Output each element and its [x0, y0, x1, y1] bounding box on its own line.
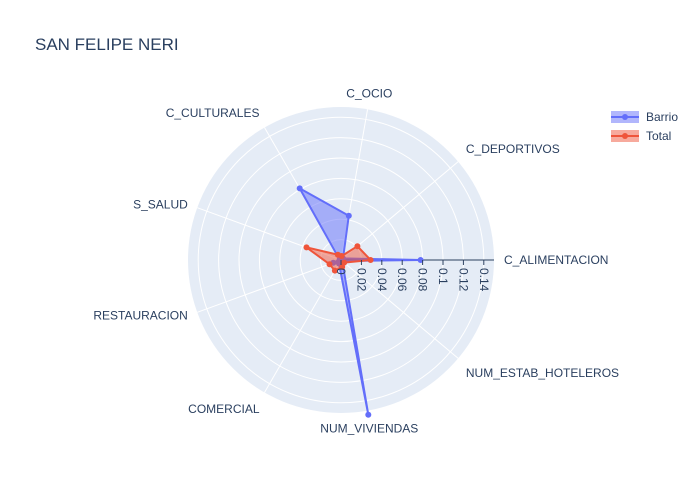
chart-title: SAN FELIPE NERI — [35, 35, 179, 54]
axis-label-num_estab_hoteleros: NUM_ESTAB_HOTELEROS — [466, 366, 619, 380]
data-point-total-num_estab_hoteleros — [341, 259, 348, 266]
radial-tick-label: 0.06 — [395, 268, 409, 292]
data-point-barrio-c_culturales — [296, 185, 303, 192]
axis-label-c_culturales: C_CULTURALES — [166, 106, 260, 120]
axis-label-c_deportivos: C_DEPORTIVOS — [466, 142, 560, 156]
radial-tick-label: 0.12 — [456, 268, 470, 292]
radial-ticks: 0 0.02 0.04 0.06 0.08 0.1 0.12 0.14 — [334, 260, 491, 292]
spoke-line — [264, 259, 342, 393]
spoke-line — [340, 259, 459, 359]
legend-swatch — [611, 129, 639, 142]
radial-tick-label: 0.08 — [416, 268, 430, 292]
radial-tick-label: 0.1 — [436, 268, 450, 285]
data-point-total-restauracion — [326, 261, 333, 268]
data-point-total-c_culturales — [334, 251, 341, 258]
axis-label-restauracion: RESTAURACION — [93, 309, 187, 323]
legend-label: Total — [646, 128, 672, 143]
axis-label-c_ocio: C_OCIO — [346, 87, 392, 101]
axis-label-c_alimentacion: C_ALIMENTACION — [504, 253, 608, 267]
data-point-total-comercial — [331, 267, 338, 274]
data-point-barrio-c_ocio — [345, 212, 352, 219]
data-point-total-c_alimentacion — [367, 257, 374, 263]
spoke-line — [340, 161, 459, 261]
axis-label-comercial: COMERCIAL — [188, 402, 260, 416]
radial-tick-label: 0.14 — [477, 268, 491, 292]
axis-label-num_viviendas: NUM_VIVIENDAS — [320, 422, 418, 436]
radial-tick-label: 0.02 — [354, 268, 368, 292]
legend-item-barrio[interactable]: Barrio — [610, 107, 678, 126]
axis-label-s_salud: S_SALUD — [133, 197, 188, 211]
spoke-line — [197, 259, 342, 313]
radial-tick-label: 0 — [334, 268, 348, 275]
data-point-barrio-num_viviendas — [365, 411, 372, 418]
data-point-total-c_deportivos — [354, 243, 361, 250]
angular-axis-labels: C_ALIMENTACION C_DEPORTIVOS C_OCIO C_CULTUR… — [93, 87, 619, 436]
series-layer — [296, 185, 424, 418]
legend-label: Barrio — [646, 109, 679, 124]
legend-swatch — [611, 110, 639, 123]
legend-item-total[interactable]: Total — [610, 126, 678, 145]
data-point-total-s_salud — [303, 244, 310, 251]
radial-tick-label: 0.04 — [375, 268, 389, 292]
